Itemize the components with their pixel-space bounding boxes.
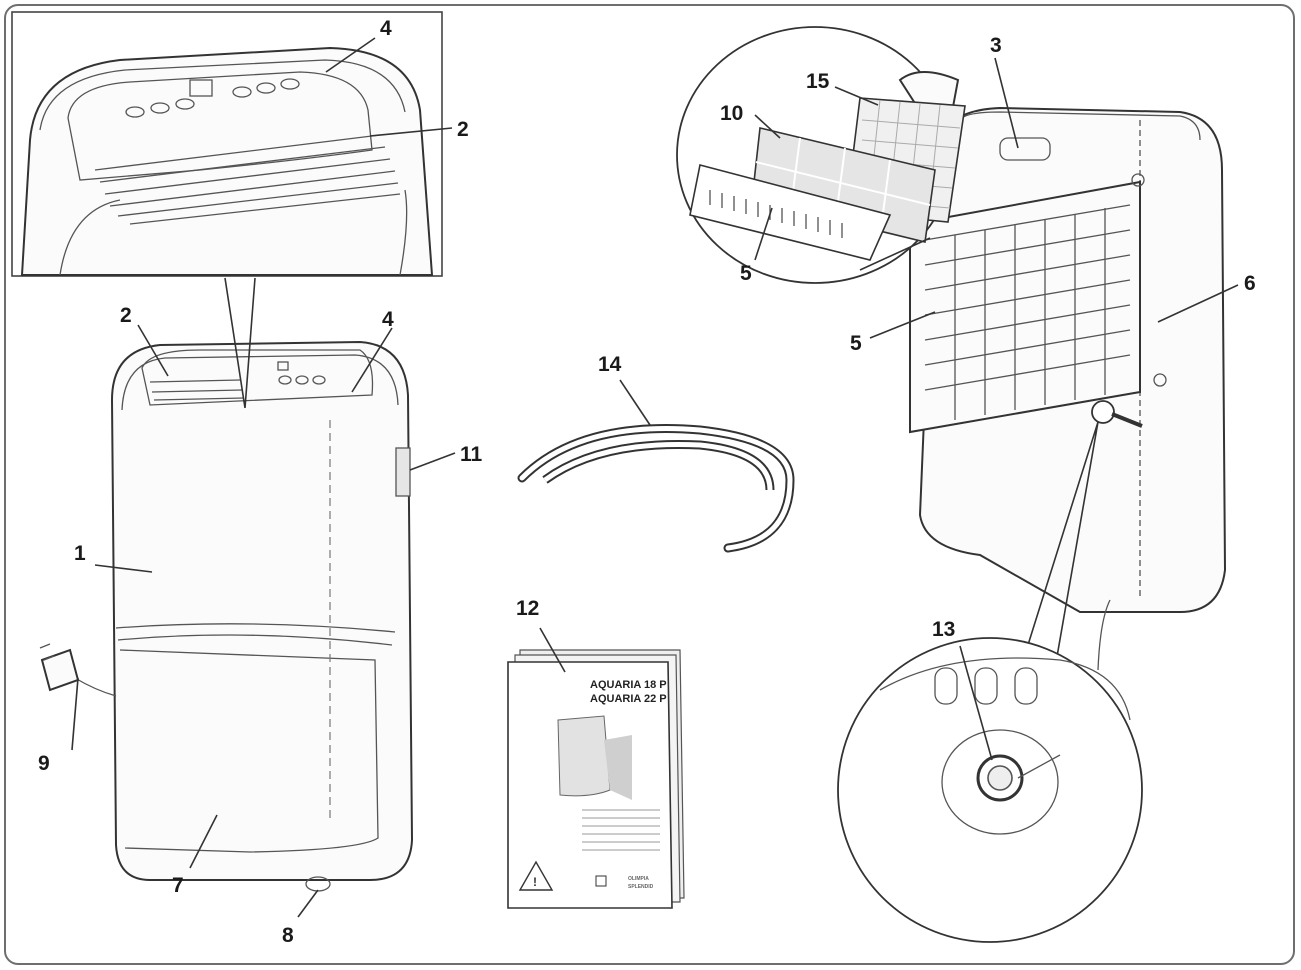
callout-13: 13 xyxy=(932,618,955,641)
warning-triangle-icon xyxy=(518,860,554,891)
callout-7: 7 xyxy=(172,874,184,897)
carry-handle xyxy=(999,137,1051,161)
manual-brand-2: SPLENDID xyxy=(628,884,654,890)
top-panel-inset xyxy=(11,11,443,277)
display-icon xyxy=(189,79,213,97)
manual-title-1: AQUARIA 18 P xyxy=(590,679,667,691)
power-plug xyxy=(40,648,80,692)
callout-15: 15 xyxy=(806,70,830,93)
callout-11: 11 xyxy=(460,443,483,466)
drain-outlet xyxy=(1091,400,1115,424)
instruction-manual: AQUARIA 18 P AQUARIA 22 P ! OLIMPIA SPLE… xyxy=(507,649,685,909)
callout-10: 10 xyxy=(720,102,743,125)
callout-5: 5 xyxy=(850,332,862,355)
manual-title-2: AQUARIA 22 P xyxy=(590,693,667,705)
callout-4: 4 xyxy=(382,308,394,331)
filter-detail-magnifier xyxy=(676,26,966,284)
drain-detail-magnifier xyxy=(837,421,1143,943)
callout-6: 6 xyxy=(1244,272,1256,295)
callout-5-magnifier: 5 xyxy=(740,262,752,285)
drain-hose xyxy=(517,424,795,553)
callout-numbers: 4 2 2 4 11 1 9 7 8 14 12 3 15 10 5 5 6 1… xyxy=(38,17,1256,947)
diagram-frame xyxy=(4,4,1295,965)
callout-12: 12 xyxy=(516,597,539,620)
leader-lines xyxy=(71,37,1239,918)
water-level-window xyxy=(395,447,411,497)
callout-2-inset: 2 xyxy=(457,118,469,141)
callout-8: 8 xyxy=(282,924,294,947)
manual-brand-1: OLIMPIA xyxy=(628,876,649,882)
callout-4-inset: 4 xyxy=(380,17,392,40)
svg-text:!: ! xyxy=(533,875,537,889)
callout-2: 2 xyxy=(120,304,132,327)
callout-1: 1 xyxy=(74,542,86,565)
callout-14: 14 xyxy=(598,353,622,376)
dehumidifier-rear-unit xyxy=(909,106,1227,671)
callout-3: 3 xyxy=(990,34,1002,57)
dehumidifier-front-unit xyxy=(39,277,414,892)
callout-9: 9 xyxy=(38,752,50,775)
